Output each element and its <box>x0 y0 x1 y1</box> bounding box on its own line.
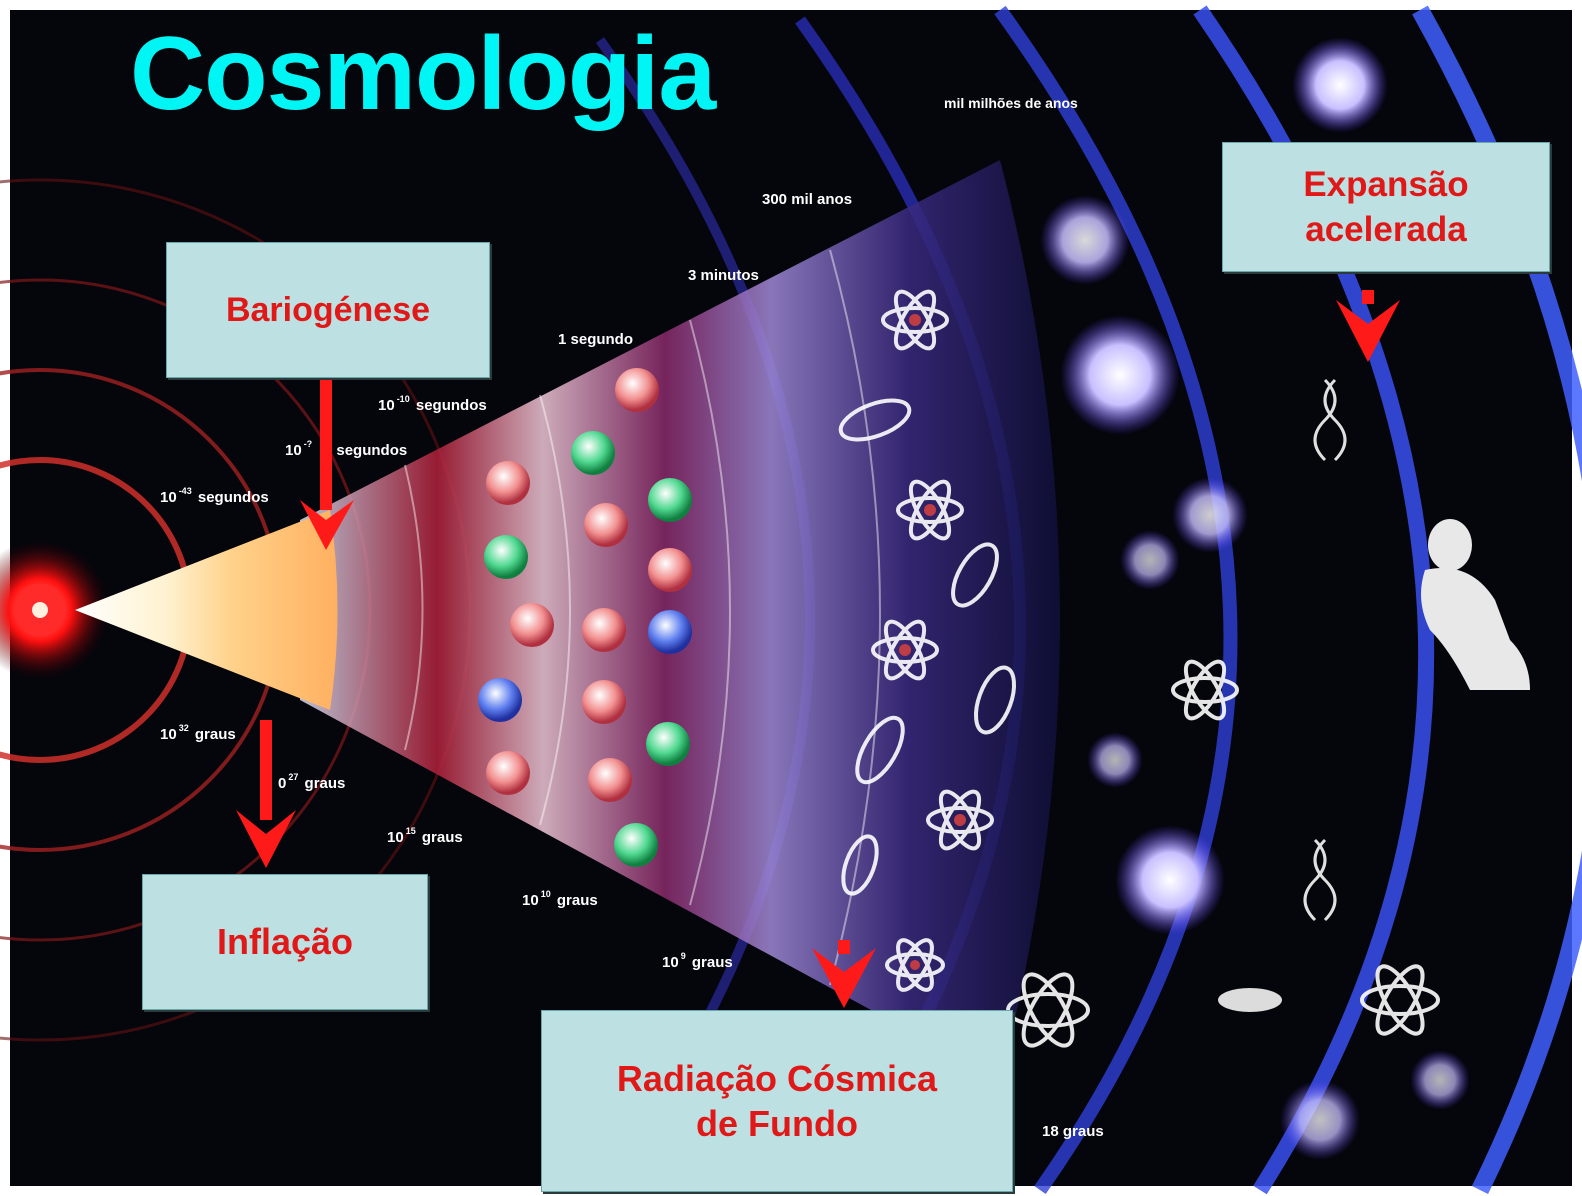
time-label-planck: 10-43 segundos <box>160 490 269 505</box>
time-label-billion-years: mil milhões de anos <box>944 96 1078 110</box>
arrow-expansao-shaft <box>1362 290 1374 304</box>
expansao-callout: Expansão acelerada <box>1222 142 1550 272</box>
big-bang-core <box>32 602 48 618</box>
inflacao-callout: Inflação <box>142 874 428 1010</box>
radiacao-label-line1: Radiação Cósmica <box>617 1056 937 1101</box>
bariogenese-label: Bariogénese <box>226 291 430 330</box>
arrow-inflacao-shaft <box>260 720 272 820</box>
time-label-300k-years: 300 mil anos <box>762 192 852 207</box>
expansao-label-line1: Expansão <box>1303 162 1468 208</box>
time-label-3-minutes: 3 minutos <box>688 268 759 283</box>
expansao-label-line2: acelerada <box>1305 207 1467 253</box>
page-title: Cosmologia <box>130 22 715 126</box>
time-label-gut: 10-? segundos <box>285 443 407 458</box>
radiacao-callout: Radiação Cósmica de Fundo <box>541 1010 1013 1192</box>
inflacao-label: Inflação <box>217 921 353 963</box>
time-label-electroweak: 10-10 segundos <box>378 398 487 413</box>
temp-label-18: 18 graus <box>1042 1124 1104 1139</box>
time-label-1-second: 1 segundo <box>558 332 633 347</box>
arrow-radiacao-shaft <box>838 940 850 954</box>
radiacao-label-line2: de Fundo <box>696 1101 858 1146</box>
bariogenese-callout: Bariogénese <box>166 242 490 378</box>
